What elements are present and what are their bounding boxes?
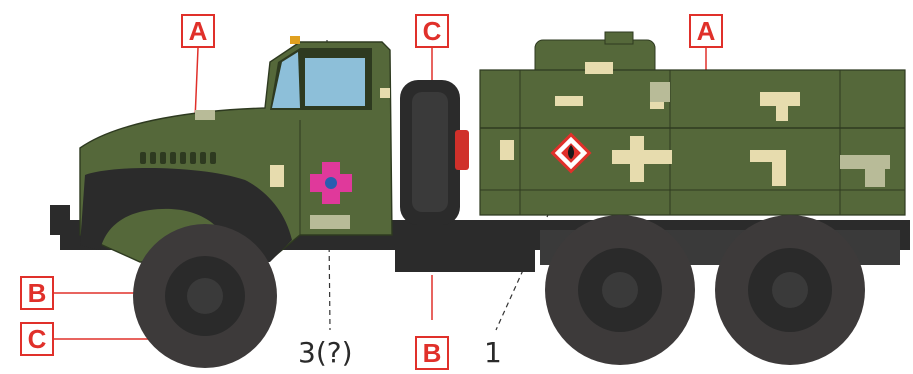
front-wheel xyxy=(133,224,277,368)
tank-body xyxy=(479,31,906,216)
cab-windshield xyxy=(272,52,300,108)
camo-patch xyxy=(772,160,786,186)
camo-patch xyxy=(630,136,644,182)
beacon-light xyxy=(290,36,300,44)
camo-patch xyxy=(500,140,514,160)
spare-tire xyxy=(400,80,469,225)
camo-patch xyxy=(650,82,670,102)
tank-camo-sage xyxy=(650,82,890,187)
cab-camo xyxy=(270,88,390,187)
callout-a-tank: A xyxy=(689,14,723,48)
spare-tire-inner xyxy=(412,92,448,212)
callout-c-top: C xyxy=(415,14,449,48)
callout-b-wheel: B xyxy=(20,276,54,310)
camo-patch xyxy=(555,96,583,106)
camo-patch xyxy=(750,150,786,162)
callout-c-tire: C xyxy=(20,322,54,356)
cab xyxy=(79,36,393,263)
fire-extinguisher xyxy=(455,130,469,170)
hazard-diamond xyxy=(550,132,592,174)
camo-patch xyxy=(776,105,788,121)
cab-side-window xyxy=(305,58,365,106)
flame-icon xyxy=(567,145,575,159)
front-hub-center xyxy=(187,278,223,314)
leader-a-cab xyxy=(194,47,199,121)
label-1: 1 xyxy=(484,336,502,369)
insignia-icon xyxy=(310,162,352,204)
callout-b-chassis: B xyxy=(415,336,449,370)
rear-wheel-2 xyxy=(715,215,865,365)
rear-hub-center-2 xyxy=(772,272,808,308)
callout-a-cab: A xyxy=(181,14,215,48)
wheels xyxy=(133,215,865,368)
camo-patch xyxy=(760,92,800,106)
rear-wheel-1 xyxy=(545,215,695,365)
cab-camo-sage xyxy=(195,110,350,229)
hood-vents xyxy=(140,152,216,164)
rear-hub-center-1 xyxy=(602,272,638,308)
front-bumper-hook xyxy=(50,205,70,235)
camo-patch xyxy=(865,165,885,187)
tank-shell xyxy=(479,69,906,216)
label-3: 3(?) xyxy=(298,336,353,369)
camo-patch xyxy=(585,62,613,74)
tank-camo xyxy=(500,62,800,186)
tank-hatch xyxy=(604,31,634,45)
chassis-fuel-box xyxy=(395,220,535,272)
